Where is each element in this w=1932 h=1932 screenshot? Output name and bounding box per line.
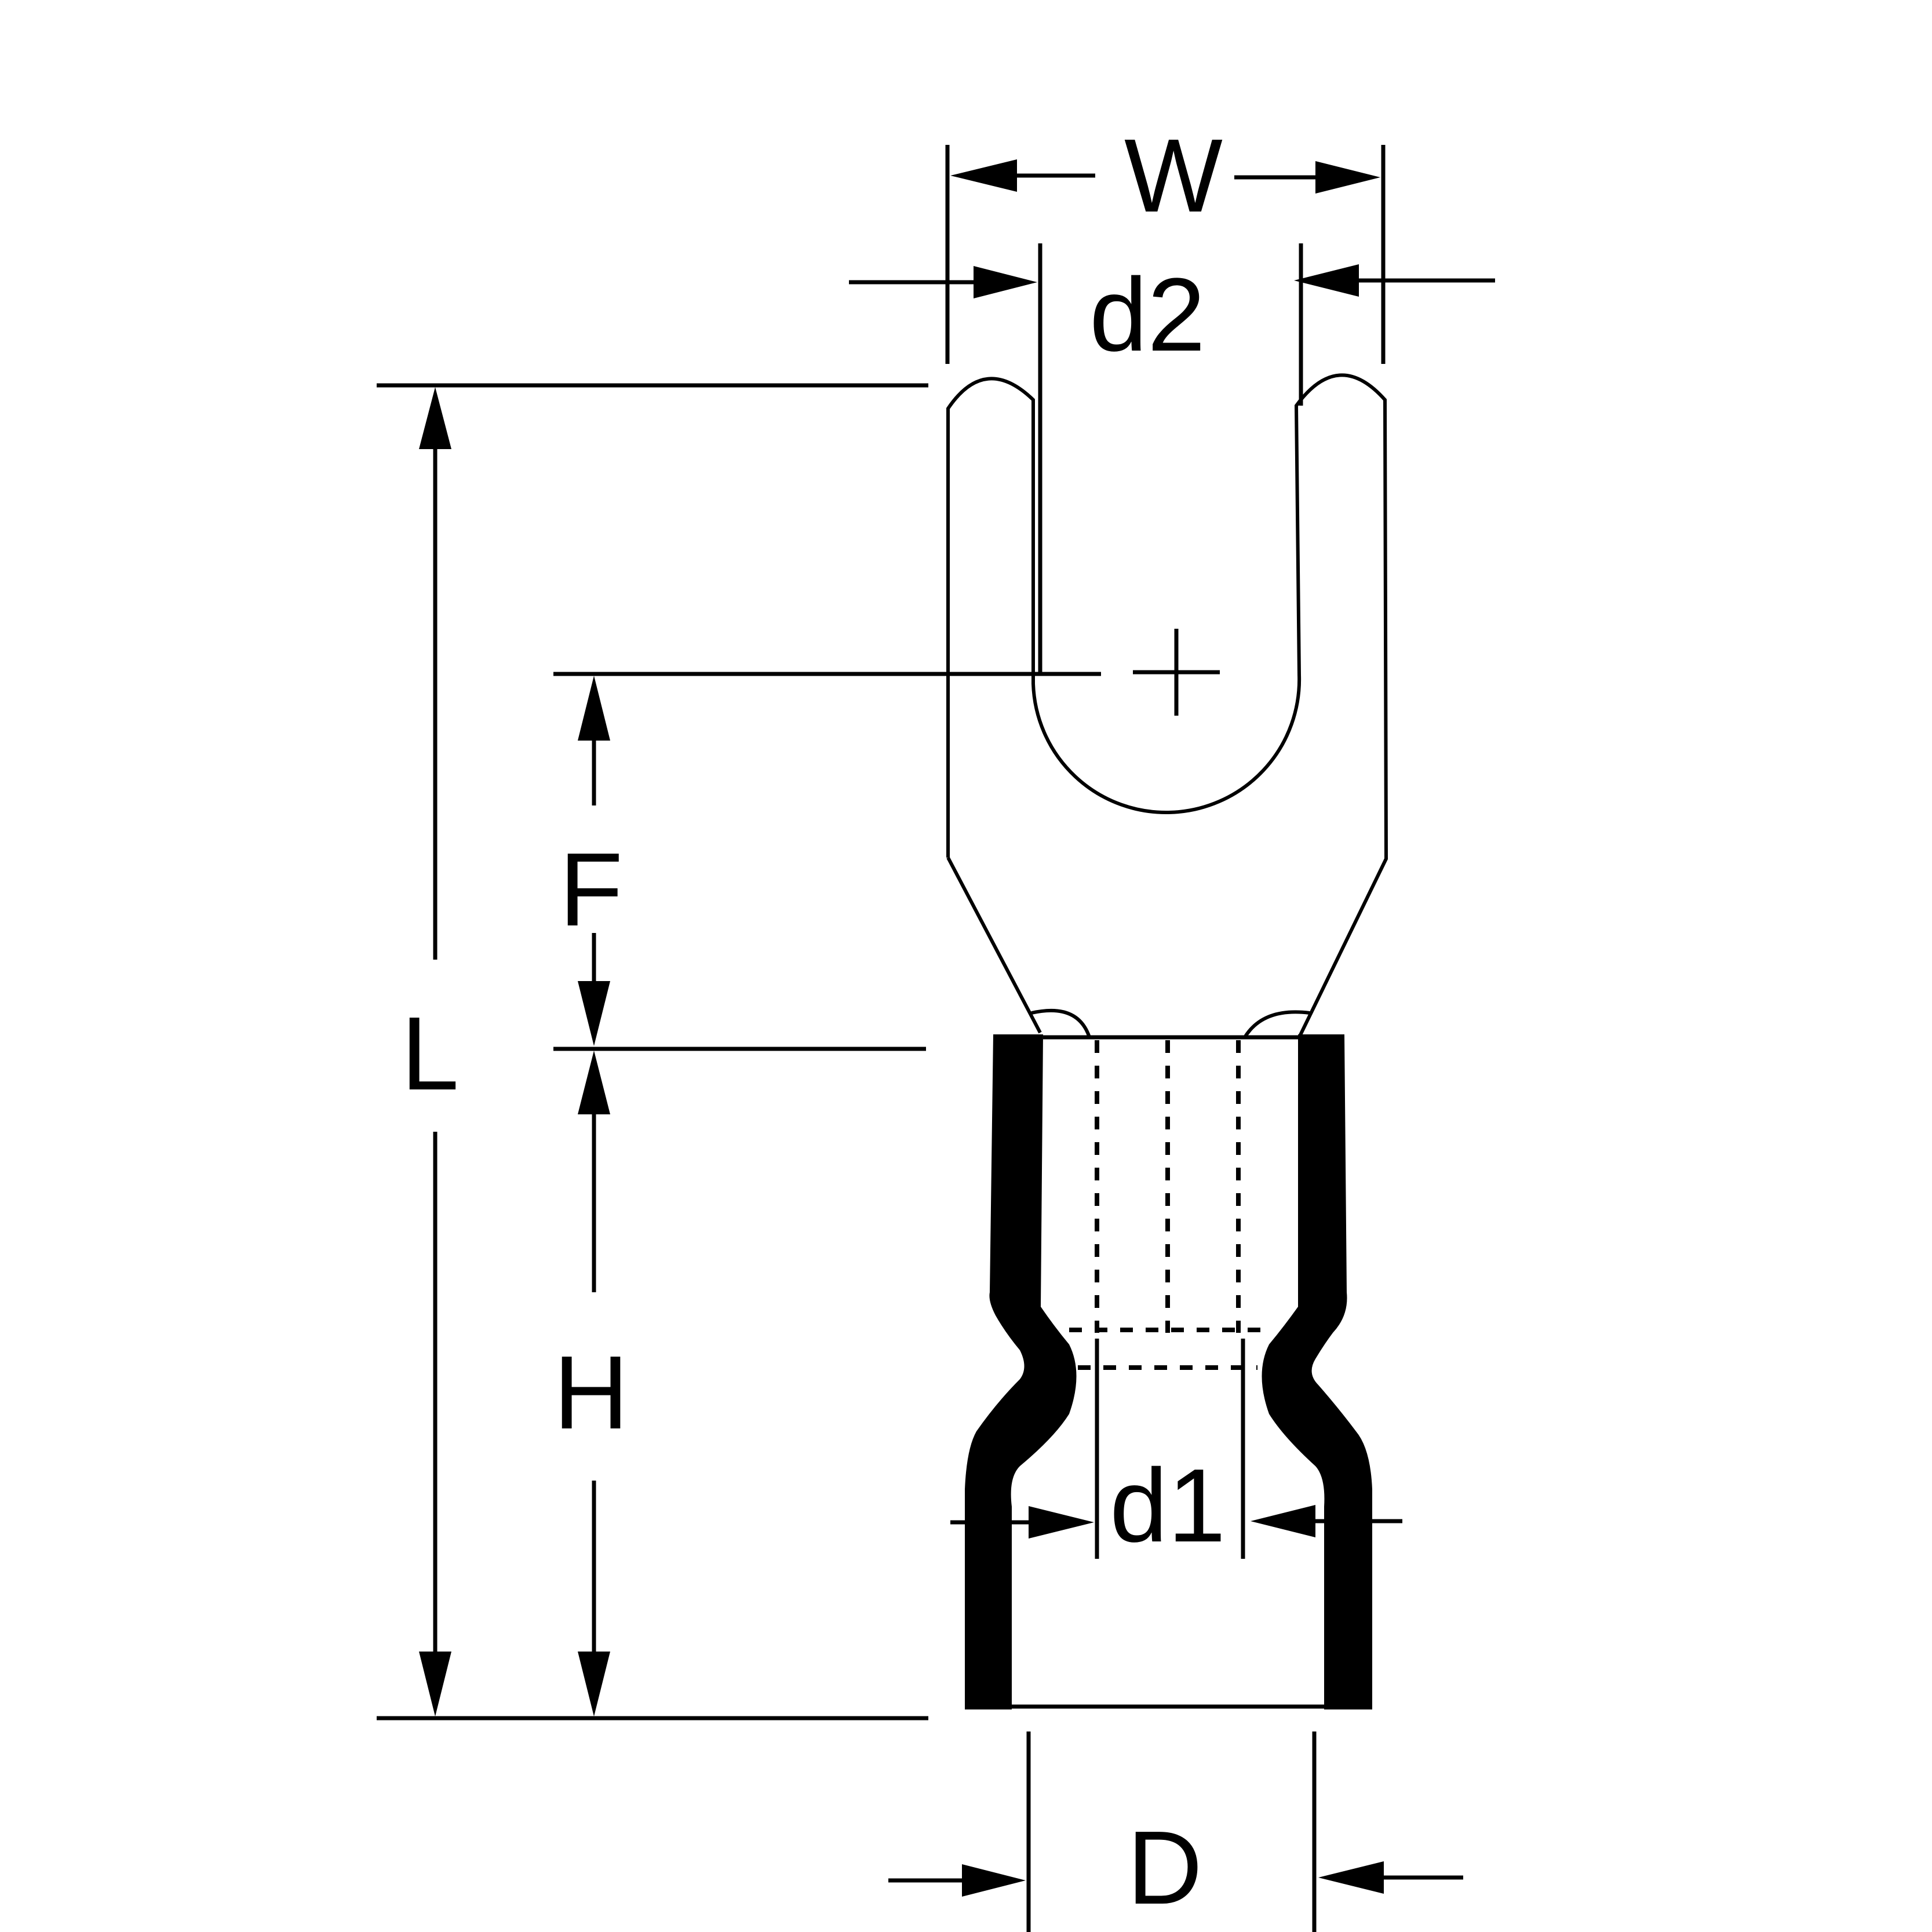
- label-d1: d1: [1110, 1448, 1226, 1564]
- h-dimension: [578, 1051, 610, 1716]
- d-dimension: [888, 1731, 1463, 1932]
- spade-outline: [946, 373, 1388, 1038]
- w-dimension: [945, 145, 1386, 364]
- label-l: L: [401, 996, 459, 1112]
- d2-dimension: [849, 243, 1495, 672]
- label-h: H: [553, 1335, 629, 1451]
- label-d2: d2: [1089, 257, 1205, 373]
- label-w: W: [1124, 118, 1223, 234]
- d1-dimension: [950, 1339, 1402, 1559]
- insulation-sleeve: [965, 1034, 1372, 1709]
- f-dimension: [553, 672, 1101, 1051]
- center-mark: [1133, 629, 1220, 716]
- l-dimension: [377, 383, 928, 1720]
- label-f: F: [559, 832, 623, 948]
- label-d: D: [1127, 1810, 1202, 1926]
